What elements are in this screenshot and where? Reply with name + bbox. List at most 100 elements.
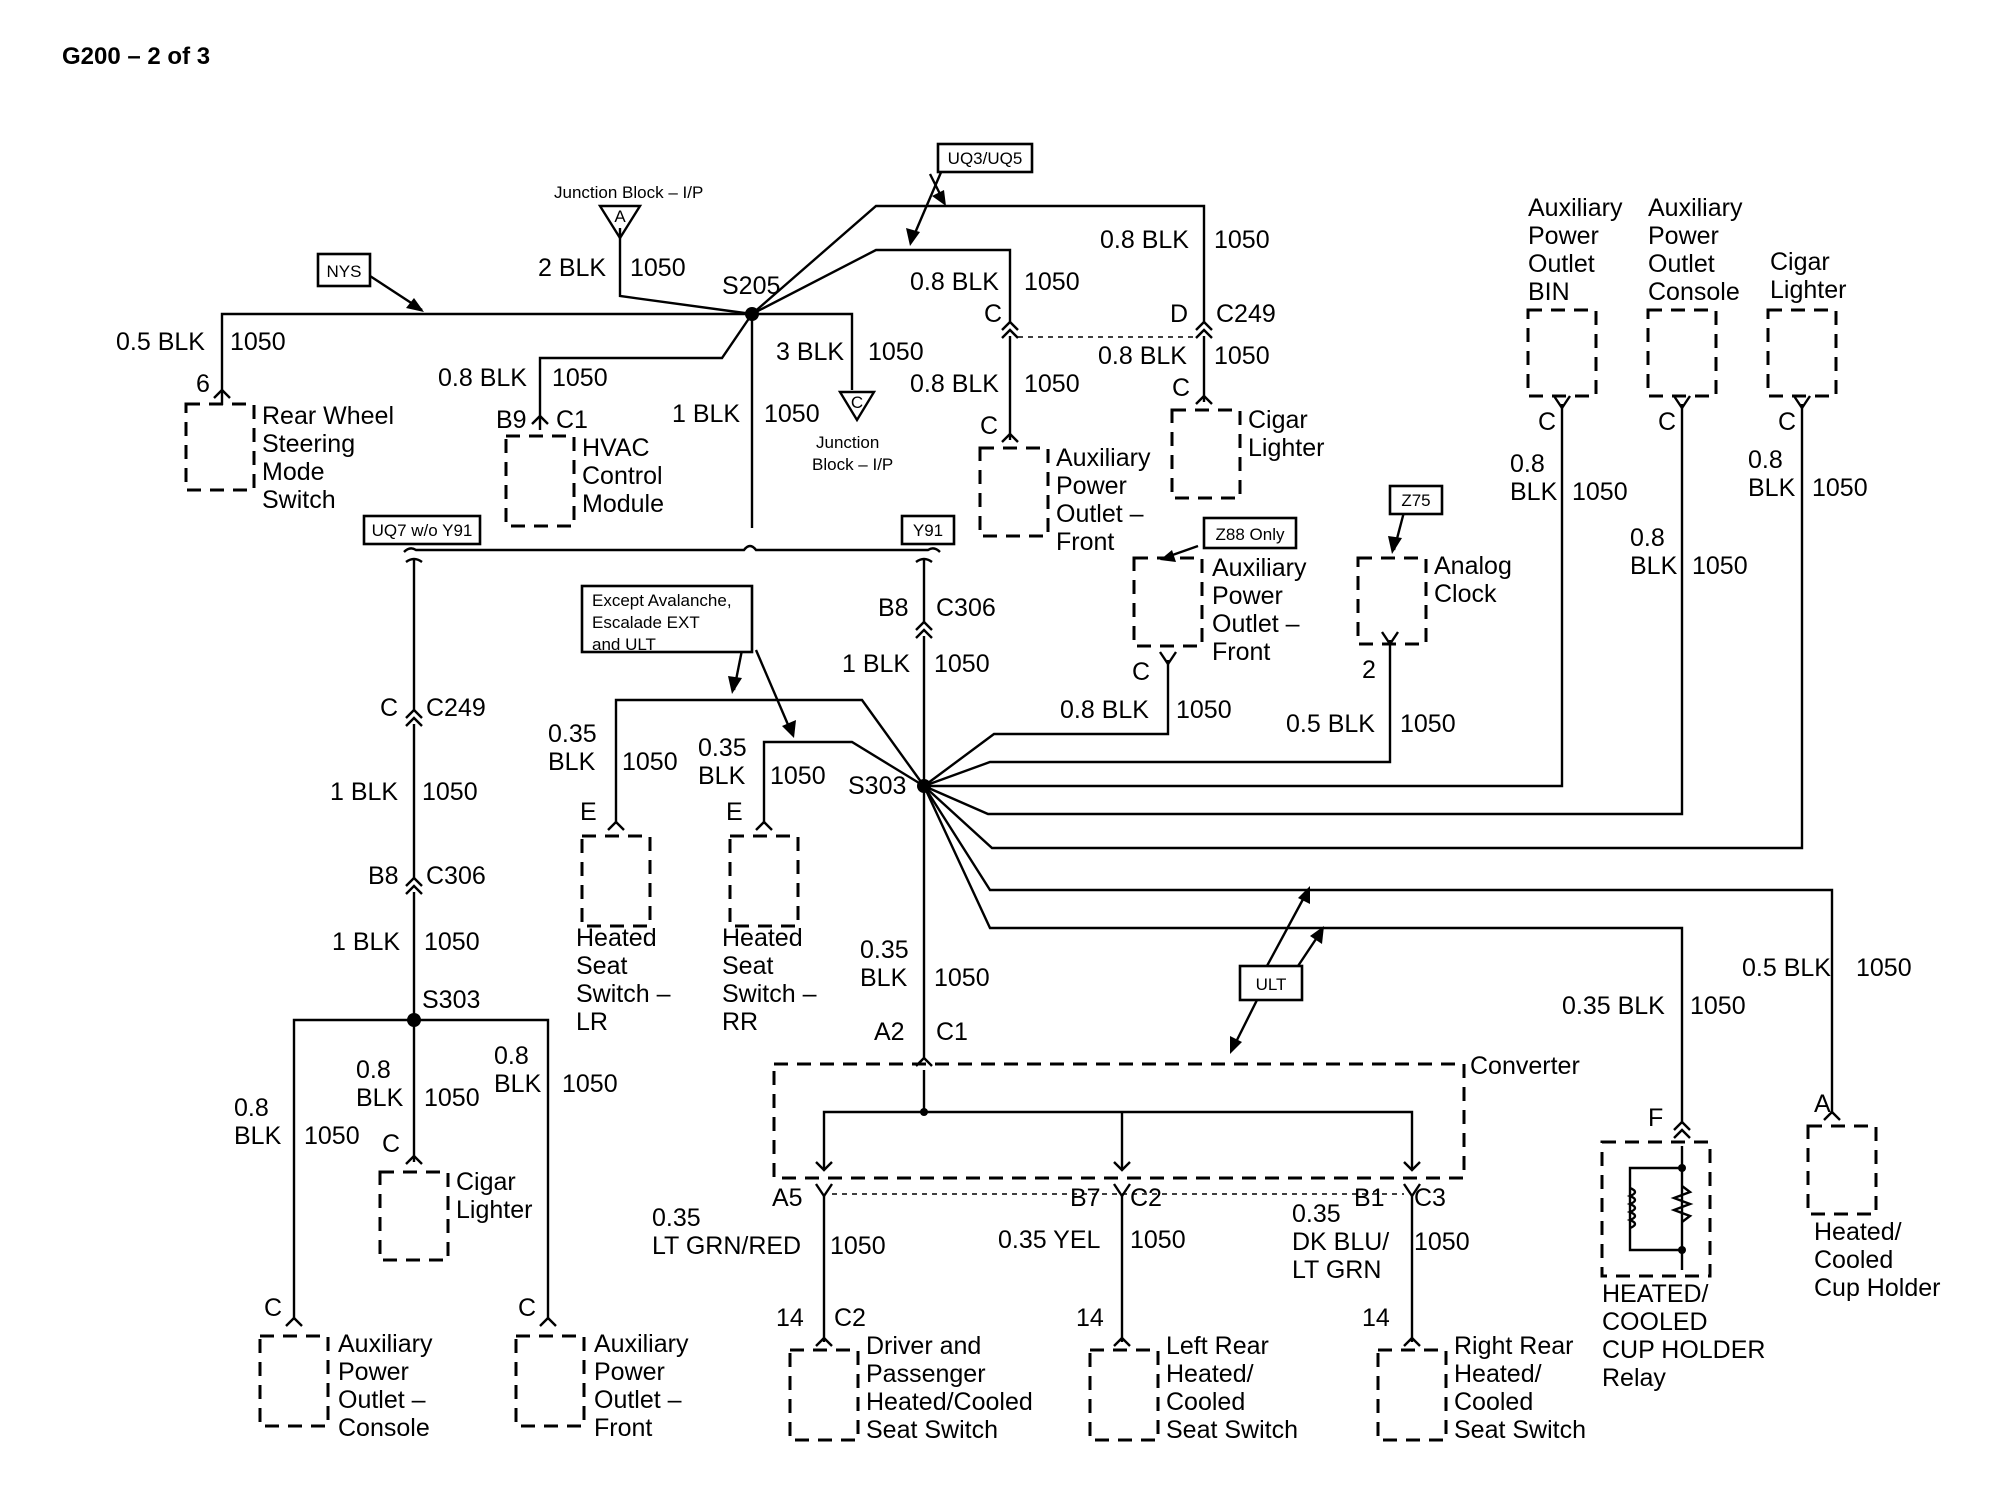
front-lower-pin-c: C	[518, 1294, 536, 1322]
clock-pin-2: 2	[1362, 656, 1376, 684]
aux-z88-pin-c: C	[1132, 658, 1150, 686]
wire-circuit-rear: 1050	[230, 328, 286, 356]
tag-uq3uq5: UQ3/UQ5	[948, 149, 1023, 168]
wire-08blk-z88: 0.8 BLK	[1060, 696, 1149, 724]
splice-s205: S205	[722, 272, 780, 300]
aux-front-lower-l1: Auxiliary	[594, 1330, 689, 1358]
wire-blk-cigar-right: BLK	[1748, 474, 1796, 502]
connector-symbols	[213, 320, 1841, 1347]
wire-circuit-rr: 1050	[770, 762, 826, 790]
aux-front-z88-l2: Power	[1212, 582, 1283, 610]
right-rear-l4: Seat Switch	[1454, 1416, 1586, 1444]
c249-pin-c: C	[984, 300, 1002, 328]
aux-front-top-l1: Auxiliary	[1056, 444, 1151, 472]
cup-relay-l2: COOLED	[1602, 1308, 1708, 1336]
tag-y91: Y91	[913, 521, 943, 540]
aux-console-top-box	[1646, 308, 1718, 398]
wire-035blk-relay: 0.35 BLK	[1562, 992, 1665, 1020]
cigar-right-l2: Lighter	[1770, 276, 1846, 304]
tag-boxes: NYS UQ3/UQ5 UQ7 w/o Y91 Y91 Except Avala…	[316, 142, 1444, 1002]
converter-box	[772, 1062, 1466, 1180]
cup-holder-l3: Cup Holder	[1814, 1274, 1940, 1302]
wire-ltgrnred: LT GRN/RED	[652, 1232, 801, 1260]
junction-block-mid-label1: Junction	[816, 433, 879, 452]
wire-circuit-hvac: 1050	[552, 364, 608, 392]
left-wire-circuit-b: 1050	[424, 928, 480, 956]
lr-pin-e: E	[580, 798, 597, 826]
conn-c1-hvac: C1	[556, 406, 588, 434]
right-rear-l1: Right Rear	[1454, 1332, 1574, 1360]
analog-clock-l1: Analog	[1434, 552, 1512, 580]
wire-circuit-d: 1050	[1214, 226, 1270, 254]
cigar-lower-l2: Lighter	[456, 1196, 532, 1224]
heated-rr-l2: Seat	[722, 952, 773, 980]
conn-b1: B1	[1354, 1184, 1385, 1212]
center-conn-c306: C306	[936, 594, 996, 622]
cup-relay-l3: CUP HOLDER	[1602, 1336, 1765, 1364]
right-rear-pin-14: 14	[1362, 1304, 1390, 1332]
aux-front-lower-box	[514, 1334, 586, 1428]
page-title: G200 – 2 of 3	[62, 43, 210, 70]
wire-035-b1: 0.35	[1292, 1200, 1341, 1228]
cigar-pin-c: C	[1172, 374, 1190, 402]
junction-block-mid-label2: Block – I/P	[812, 455, 893, 474]
wire-circuit-b7: 1050	[1130, 1226, 1186, 1254]
wire-ltgrn: LT GRN	[1292, 1256, 1381, 1284]
conn-c249-top: C249	[1216, 300, 1276, 328]
left-wire-circuit-front: 1050	[562, 1070, 618, 1098]
cigar-lighter-top-box	[1766, 308, 1838, 398]
conv-conn-c1: C1	[936, 1018, 968, 1046]
rr-pin-e: E	[726, 798, 743, 826]
left-rear-l3: Cooled	[1166, 1388, 1245, 1416]
wire-circuit-3blk: 1050	[868, 338, 924, 366]
wire-05blk-clock: 0.5 BLK	[1286, 710, 1375, 738]
left-wire-1blk-a: 1 BLK	[330, 778, 398, 806]
left-wire-blk-cigar: BLK	[356, 1084, 404, 1112]
conn-a5: A5	[772, 1184, 803, 1212]
tag-except-line1: Except Avalanche,	[592, 591, 732, 610]
wire-circuit-relay: 1050	[1690, 992, 1746, 1020]
hvac-box	[504, 434, 576, 528]
cup-relay-l4: Relay	[1602, 1364, 1666, 1392]
driver-pass-l4: Seat Switch	[866, 1416, 998, 1444]
aux-front-top-l3: Outlet –	[1056, 500, 1144, 528]
wire-blk-rr: BLK	[698, 762, 746, 790]
cigar-top-l1: Cigar	[1248, 406, 1308, 434]
heated-lr-l2: Seat	[576, 952, 627, 980]
aux-front-lower-l2: Power	[594, 1358, 665, 1386]
aux-console-lower-box	[258, 1334, 330, 1428]
junction-block-top-label: Junction Block – I/P	[554, 183, 703, 202]
cigar-top-box	[1170, 408, 1242, 500]
heated-lr-l1: Heated	[576, 924, 657, 952]
splice-s303-left: S303	[422, 986, 480, 1014]
labels: S205 2 BLK 1050 0.5 BLK 1050 6 0.8 BLK 1…	[116, 194, 1940, 1444]
wire-circuit-1blk-center: 1050	[764, 400, 820, 428]
tag-uq7: UQ7 w/o Y91	[372, 521, 473, 540]
wire-circuit-lr: 1050	[622, 748, 678, 776]
left-wire-circuit-a: 1050	[422, 778, 478, 806]
heated-rr-l3: Switch –	[722, 980, 817, 1008]
conn-b9: B9	[496, 406, 527, 434]
hvac-l3: Module	[582, 490, 664, 518]
left-conn-c306: C306	[426, 862, 486, 890]
wire-dkblu: DK BLU/	[1292, 1228, 1389, 1256]
conn-c3: C3	[1414, 1184, 1446, 1212]
wire-08-bin: 0.8	[1510, 450, 1545, 478]
aux-bin-l4: BIN	[1528, 278, 1570, 306]
splice-s303-center: S303	[848, 772, 906, 800]
wire-circuit-bin: 1050	[1572, 478, 1628, 506]
heated-rr-l1: Heated	[722, 924, 803, 952]
aux-front-z88-l4: Front	[1212, 638, 1270, 666]
right-rear-l2: Heated/	[1454, 1360, 1542, 1388]
driver-pass-l1: Driver and	[866, 1332, 981, 1360]
left-wire-1blk-b: 1 BLK	[332, 928, 400, 956]
wire-circuit-console: 1050	[1692, 552, 1748, 580]
tag-except-line3: and ULT	[592, 635, 656, 654]
wire-08blk-c: 0.8 BLK	[910, 268, 999, 296]
cigar-lower-pin-c: C	[382, 1130, 400, 1158]
analog-clock-l2: Clock	[1434, 580, 1497, 608]
aux-front-top-l2: Power	[1056, 472, 1127, 500]
heated-lr-l3: Switch –	[576, 980, 671, 1008]
left-wire-08-cigar: 0.8	[356, 1056, 391, 1084]
